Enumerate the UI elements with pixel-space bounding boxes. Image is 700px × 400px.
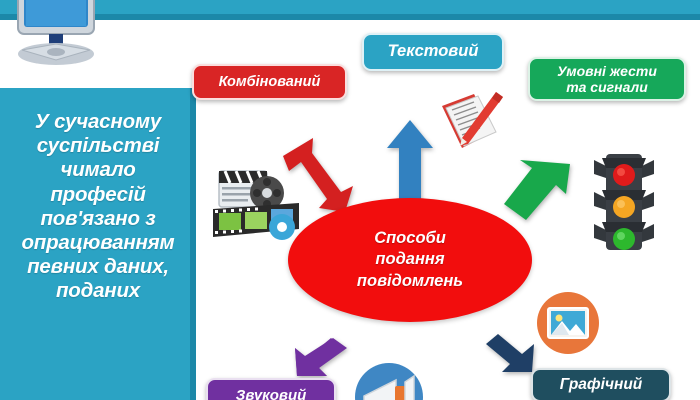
top-accent-bar-shadow: [0, 14, 700, 20]
arrow-up-icon: [385, 118, 435, 206]
document-with-pen-icon: [436, 88, 508, 158]
computer-monitor-icon: [4, 0, 108, 68]
label-sound[interactable]: Звуковий: [206, 378, 336, 400]
traffic-light-icon: [588, 148, 660, 256]
label-textual-text: Текстовий: [387, 42, 479, 61]
arrow-up-right-icon: [500, 146, 574, 224]
label-graphic[interactable]: Графічний: [531, 368, 671, 400]
center-concept-label: Способи подання повідомлень: [356, 229, 464, 290]
sidebar-accent-stripe: [190, 88, 196, 400]
sidebar-panel: У сучасному суспільстві чимало професій …: [0, 88, 196, 400]
top-accent-bar: [0, 0, 700, 14]
arrow-down-left-icon: [289, 334, 351, 390]
megaphone-icon: [352, 360, 426, 400]
label-sound-text: Звуковий: [235, 387, 307, 400]
label-signals-text: Умовні жести та сигнали: [557, 62, 657, 95]
center-concept-ellipse: Способи подання повідомлень: [288, 198, 532, 322]
label-combined-text: Комбінований: [218, 73, 321, 90]
picture-image-icon: [535, 290, 601, 356]
label-textual[interactable]: Текстовий: [362, 33, 504, 71]
label-combined[interactable]: Комбінований: [192, 64, 347, 100]
multimedia-film-icon: [203, 163, 303, 245]
arrow-up-left-icon: [279, 134, 357, 216]
arrow-down-right-icon: [478, 330, 540, 386]
sidebar-paragraph: У сучасному суспільстві чимало професій …: [21, 110, 175, 303]
label-graphic-text: Графічний: [559, 376, 643, 394]
label-signals[interactable]: Умовні жести та сигнали: [528, 57, 686, 101]
